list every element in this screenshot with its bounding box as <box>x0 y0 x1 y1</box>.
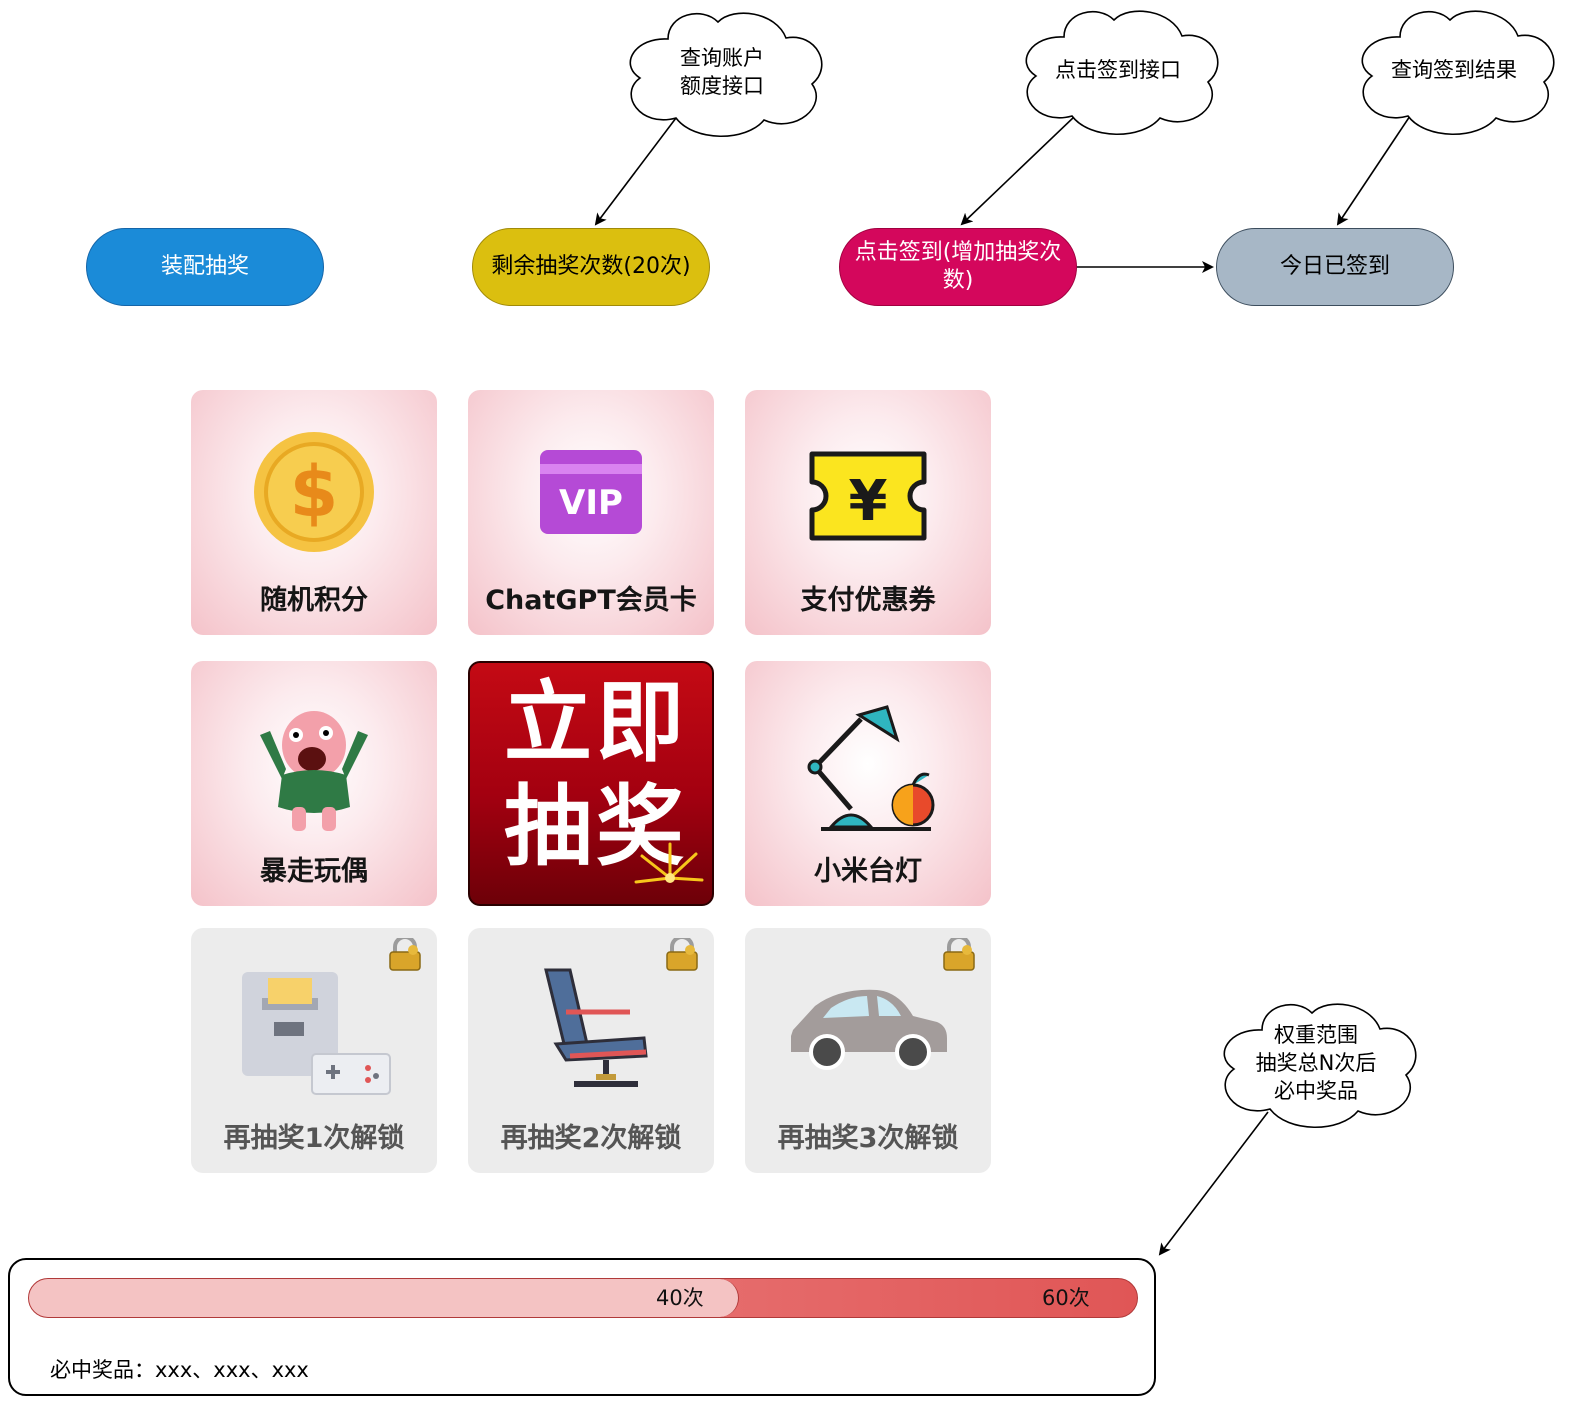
prize-label: ChatGPT会员卡 <box>485 585 697 616</box>
prize-label: 暴走玩偶 <box>260 856 368 887</box>
cloud-account-text: 查询账户 额度接口 <box>680 46 764 98</box>
draw-progress-fill <box>29 1279 740 1317</box>
desk-lamp-icon <box>807 705 935 831</box>
arrow-weight-to-bar <box>1158 1111 1269 1256</box>
draw-now-button[interactable]: 立即 抽奖 <box>468 661 714 906</box>
prize-label: 支付优惠券 <box>800 585 936 616</box>
prize-card-doll: 暴走玩偶 <box>191 661 437 906</box>
locked-prize-card-3: 再抽奖3次解锁 <box>745 928 991 1173</box>
locked-prize-card-2: 再抽奖2次解锁 <box>468 928 714 1173</box>
locked-prize-card-1: 再抽奖1次解锁 <box>191 928 437 1173</box>
office-chair-icon <box>544 968 648 1087</box>
prize-card-vip: VIP ChatGPT会员卡 <box>468 390 714 635</box>
cloud-signin-api: 点击签到接口 <box>1010 4 1226 136</box>
signed-today-badge: 今日已签到 <box>1216 228 1454 306</box>
cloud-weight-text: 权重范围 抽奖总N次后 必中奖品 <box>1255 1023 1377 1103</box>
remaining-draws-badge: 剩余抽奖次数(20次) <box>472 228 710 306</box>
prize-card-lamp: 小米台灯 <box>745 661 991 906</box>
vip-card-icon: VIP <box>540 450 642 534</box>
progress-current-label: 40次 <box>656 1286 704 1310</box>
game-console-icon <box>242 972 391 1095</box>
draw-progress-bar <box>28 1278 1138 1318</box>
doll-icon <box>260 711 368 831</box>
progress-total-label: 60次 <box>1042 1286 1090 1310</box>
svg-text:$: $ <box>290 451 339 533</box>
draw-text-line2: 抽奖 <box>504 775 689 878</box>
cloud-signin-result: 查询签到结果 <box>1346 4 1562 136</box>
prize-card-points: $ 随机积分 <box>191 390 437 635</box>
cloud-account-query: 查询账户 额度接口 <box>614 6 830 138</box>
locked-prize-label: 再抽奖2次解锁 <box>500 1123 682 1154</box>
locked-prize-label: 再抽奖3次解锁 <box>777 1123 959 1154</box>
signin-button[interactable]: 点击签到(增加抽奖次数) <box>839 228 1077 306</box>
padlock-icon <box>666 938 698 971</box>
prize-label: 随机积分 <box>260 585 368 616</box>
svg-text:VIP: VIP <box>559 483 623 523</box>
coin-icon: $ <box>254 432 374 552</box>
locked-prize-label: 再抽奖1次解锁 <box>223 1123 405 1154</box>
cloud-weight-range: 权重范围 抽奖总N次后 必中奖品 <box>1208 996 1424 1130</box>
guaranteed-prize-note: 必中奖品：xxx、xxx、xxx <box>50 1358 309 1382</box>
fireworks-icon <box>634 842 704 884</box>
cloud-result-text: 查询签到结果 <box>1391 58 1517 82</box>
prize-card-coupon: ¥ 支付优惠券 <box>745 390 991 635</box>
guaranteed-prize-panel: 40次 60次 必中奖品：xxx、xxx、xxx <box>8 1258 1156 1396</box>
cloud-signin-text: 点击签到接口 <box>1055 58 1181 82</box>
svg-text:¥: ¥ <box>849 469 888 534</box>
assemble-lottery-button[interactable]: 装配抽奖 <box>86 228 324 306</box>
padlock-icon <box>389 938 421 971</box>
prize-label: 小米台灯 <box>814 856 922 887</box>
car-icon <box>791 989 947 1070</box>
padlock-icon <box>943 938 975 971</box>
coupon-icon: ¥ <box>809 451 927 541</box>
draw-text-line1: 立即 <box>504 671 689 774</box>
